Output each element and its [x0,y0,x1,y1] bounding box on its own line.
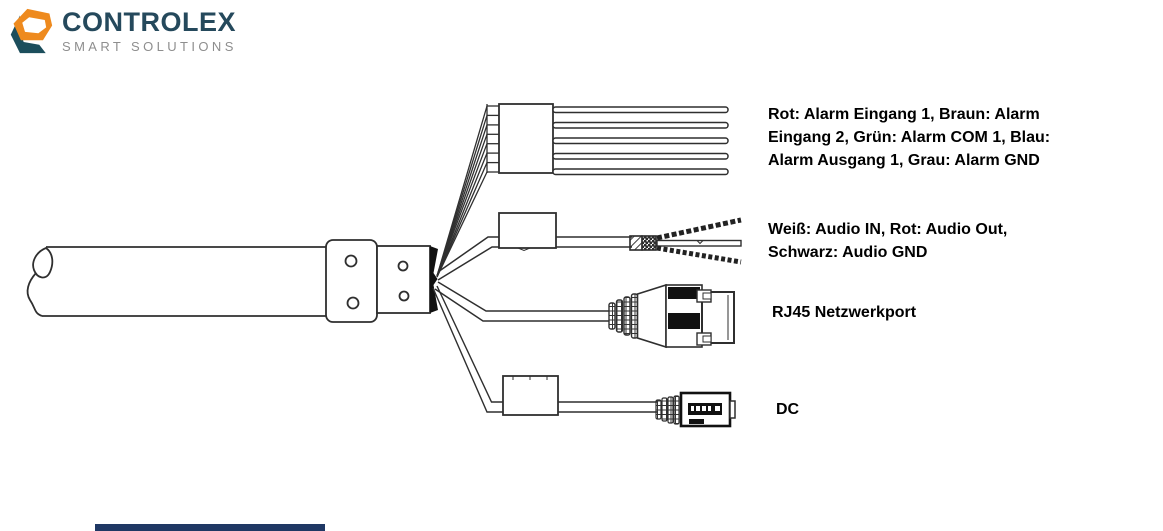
alarm-wire [552,121,729,129]
label-line: Weiß: Audio IN, Rot: Audio Out, [768,221,1008,238]
audio-shield-hatch [629,235,643,251]
label-line: Alarm Ausgang 1, Grau: Alarm GND [768,152,1040,169]
label-audio-wires: Weiß: Audio IN, Rot: Audio Out, Schwarz:… [768,218,1007,264]
label-line: Rot: Alarm Eingang 1, Braun: Alarm [768,106,1040,123]
rj45-boot [608,293,639,339]
alarm-breakout-sleeve [498,103,554,174]
dc-jack [679,391,736,428]
alarm-wire [552,137,729,145]
controlex-logo-icon [10,8,53,54]
alarm-wire [552,152,729,160]
logo: CONTROLEX SMART SOLUTIONS [8,6,308,62]
rj45-connector [636,283,735,349]
footer-accent-bar [95,524,325,531]
audio-cable [437,212,742,281]
logo-text: CONTROLEX SMART SOLUTIONS [62,6,237,54]
audio-ferrite [498,212,557,249]
brand-tagline: SMART SOLUTIONS [62,39,237,54]
rj45-cable [434,281,735,349]
brand-name: CONTROLEX [62,7,237,37]
fanout-point [430,246,438,313]
label-dc-power: DC [776,398,799,421]
audio-wires [656,217,742,265]
audio-shield-braid [641,235,657,251]
dc-cable [432,285,736,428]
dc-ferrite [502,375,559,416]
alarm-wire [552,168,729,176]
label-rj45-port: RJ45 Netzwerkport [772,301,916,324]
label-line: RJ45 Netzwerkport [772,304,917,321]
label-line: Schwarz: Audio GND [768,244,928,261]
junction-box [325,239,438,323]
audio-wire-gnd [656,245,742,265]
audio-wire-in [656,217,742,241]
dc-jack-tip [729,400,736,419]
alarm-wires [552,106,729,176]
label-line: DC [776,401,800,418]
label-line: Eingang 2, Grün: Alarm COM 1, Blau: [768,129,1051,146]
main-cable [26,246,326,317]
audio-wire-out [656,239,742,247]
alarm-wire [552,106,729,114]
label-alarm-wires: Rot: Alarm Eingang 1, Braun: Alarm Einga… [768,103,1050,172]
alarm-wire-bundle [436,103,729,278]
dc-boot [655,395,680,425]
